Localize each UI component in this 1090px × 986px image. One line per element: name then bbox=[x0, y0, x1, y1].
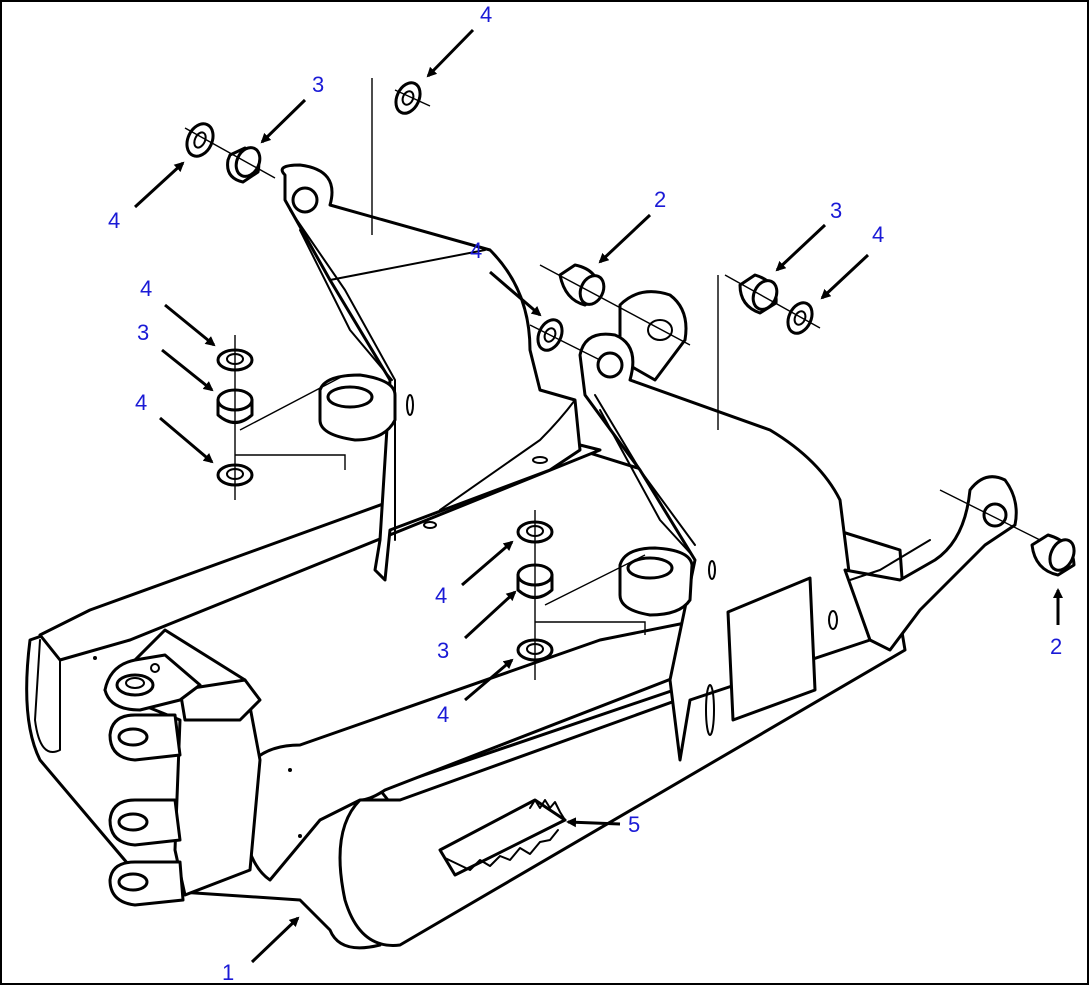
callout-label: 5 bbox=[628, 812, 640, 837]
callout-label: 4 bbox=[480, 2, 492, 27]
callout-label: 4 bbox=[470, 238, 482, 263]
main-frame bbox=[25, 163, 1018, 950]
callout-label: 3 bbox=[312, 72, 324, 97]
callout-label: 4 bbox=[108, 208, 120, 233]
callout-label: 4 bbox=[437, 702, 449, 727]
callout-label: 3 bbox=[830, 198, 842, 223]
callout-label: 2 bbox=[1050, 634, 1062, 659]
callout-labels: 4 3 4 4 3 4 4 2 3 4 2 4 3 4 5 1 bbox=[108, 2, 1062, 985]
callout-label: 4 bbox=[140, 276, 152, 301]
callout-arrows bbox=[133, 28, 1063, 964]
callout-label: 3 bbox=[137, 320, 149, 345]
callout-label: 4 bbox=[435, 583, 447, 608]
callout-label: 4 bbox=[872, 222, 884, 247]
callout-label: 3 bbox=[437, 638, 449, 663]
callout-label: 2 bbox=[654, 187, 666, 212]
callout-label: 1 bbox=[222, 960, 234, 985]
callout-label: 4 bbox=[135, 390, 147, 415]
bushings bbox=[184, 78, 1076, 680]
